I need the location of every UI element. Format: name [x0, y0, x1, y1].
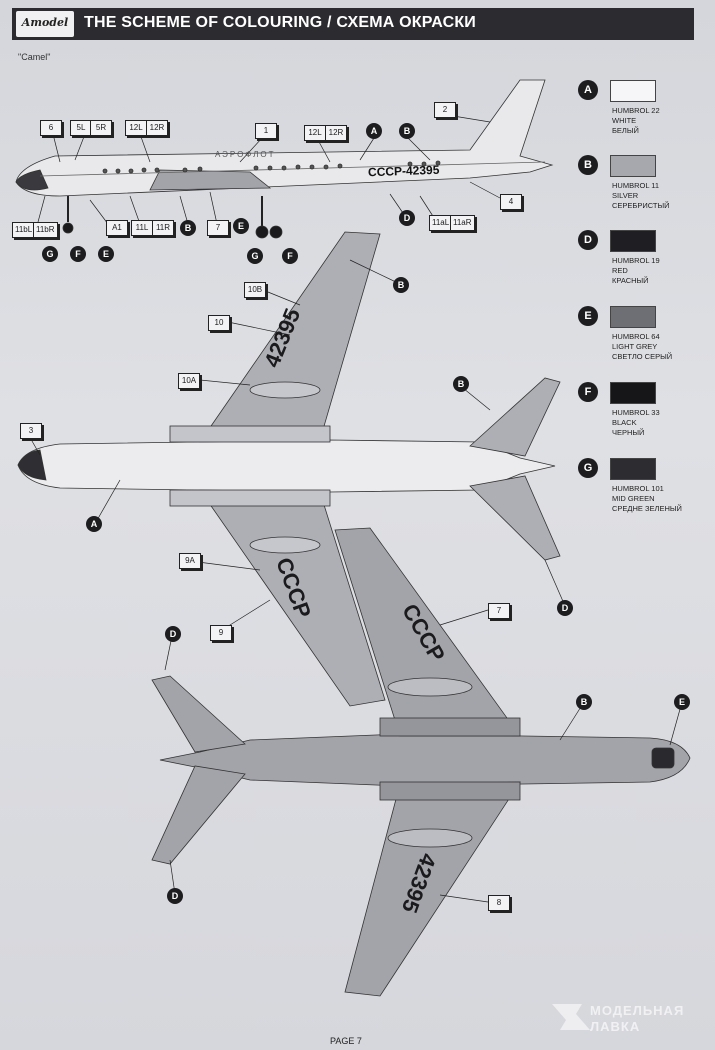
badge-d-top-tail: D	[557, 600, 573, 616]
color-swatch	[610, 230, 656, 252]
callout-10b: 10B	[244, 282, 266, 298]
callout-12r: 12R	[146, 120, 168, 136]
badge-f-gear: F	[282, 248, 298, 264]
callout-11ar: 11aR	[450, 215, 475, 231]
scheme-name: "Camel"	[18, 52, 51, 62]
badge-f-nose: F	[70, 246, 86, 262]
page-title: THE SCHEME OF COLOURING / СХЕМА ОКРАСКИ	[84, 14, 476, 31]
badge-g-gear: G	[247, 248, 263, 264]
callout-1: 1	[255, 123, 277, 139]
callout-11bl: 11bL	[12, 222, 36, 238]
badge-e-gear: E	[233, 218, 249, 234]
callout-2: 2	[434, 102, 456, 118]
badge-b-side-wing: B	[180, 220, 196, 236]
legend-letter: G	[578, 458, 598, 478]
callout-8: 8	[488, 895, 510, 911]
callout-7-wing: 7	[488, 603, 510, 619]
color-swatch	[610, 155, 656, 177]
callout-12l: 12L	[125, 120, 147, 136]
color-swatch	[610, 80, 656, 102]
color-swatch	[610, 382, 656, 404]
callout-9: 9	[210, 625, 232, 641]
callout-7-side: 7	[207, 220, 229, 236]
callout-6: 6	[40, 120, 62, 136]
watermark-line2: ЛАВКА	[590, 1019, 641, 1034]
callout-11l: 11L	[131, 220, 153, 236]
legend-letter: B	[578, 155, 598, 175]
callout-5r: 5R	[90, 120, 112, 136]
callout-11br: 11bR	[33, 222, 58, 238]
badge-d-bottom-tail-up: D	[165, 626, 181, 642]
color-swatch	[610, 458, 656, 480]
badge-g-nose: G	[42, 246, 58, 262]
callout-a1: A1	[106, 220, 128, 236]
side-view	[15, 79, 554, 239]
callout-11al: 11aL	[429, 215, 453, 231]
side-titles: АЭРОФЛОТ	[215, 150, 276, 159]
callout-5l: 5L	[70, 120, 92, 136]
badge-e-bottom-nose: E	[674, 694, 690, 710]
callout-4: 4	[500, 194, 522, 210]
top-view	[17, 231, 561, 707]
badge-b-top-tail: B	[453, 376, 469, 392]
badge-d-bottom-tail-down: D	[167, 888, 183, 904]
legend-letter: F	[578, 382, 598, 402]
amodel-logo: Amodel	[16, 11, 74, 37]
watermark-line1: МОДЕЛЬНАЯ	[590, 1003, 685, 1018]
logo-text: Amodel	[21, 16, 69, 29]
badge-b-top-wing: B	[393, 277, 409, 293]
header-bar: Amodel THE SCHEME OF COLOURING / СХЕМА О…	[12, 8, 694, 40]
callout-10a: 10A	[178, 373, 200, 389]
legend-letter: A	[578, 80, 598, 100]
side-registration: СССР-42395	[367, 162, 440, 180]
badge-a-side: A	[366, 123, 382, 139]
badge-b-bottom: B	[576, 694, 592, 710]
callout-12l-b: 12L	[304, 125, 326, 141]
badge-b-side-tail: B	[399, 123, 415, 139]
callout-3: 3	[20, 423, 42, 439]
legend-letter: E	[578, 306, 598, 326]
color-swatch	[610, 306, 656, 328]
badge-e-nose: E	[98, 246, 114, 262]
legend-letter: D	[578, 230, 598, 250]
page-number: PAGE 7	[330, 1036, 362, 1046]
bottom-view	[151, 527, 691, 997]
badge-d-side: D	[399, 210, 415, 226]
callout-9a: 9A	[179, 553, 201, 569]
callout-10: 10	[208, 315, 230, 331]
badge-a-top: A	[86, 516, 102, 532]
callout-12r-b: 12R	[325, 125, 347, 141]
callout-11r: 11R	[152, 220, 174, 236]
